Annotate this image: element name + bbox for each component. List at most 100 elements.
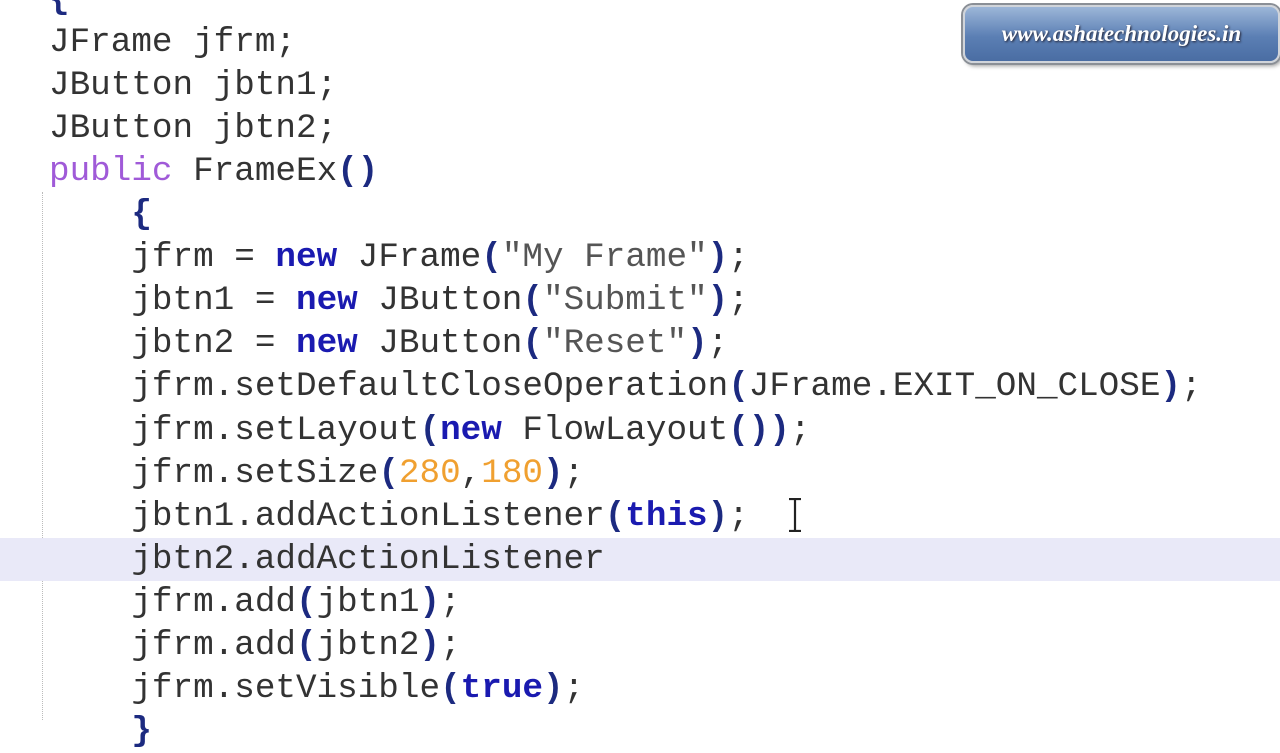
code-token-punct: ; xyxy=(440,582,461,622)
code-line[interactable]: { xyxy=(0,193,1280,236)
code-token-plain: FlowLayout xyxy=(501,410,729,450)
code-token-paren: ) xyxy=(1160,367,1182,407)
code-token-plain: jbtn2.addActionListener xyxy=(49,539,605,579)
code-token-mod: public xyxy=(49,151,173,191)
code-text: JButton jbtn1; xyxy=(49,64,337,107)
code-line[interactable]: jfrm.setVisible(true); xyxy=(0,667,1280,710)
code-token-kw: this xyxy=(625,496,708,536)
code-token-plain: jbtn2 = xyxy=(49,324,296,364)
code-token-paren: ( xyxy=(440,669,461,709)
indent-guide xyxy=(42,192,43,720)
code-token-str: "Submit" xyxy=(542,281,708,321)
code-token-paren: ) xyxy=(707,281,729,321)
code-line[interactable]: } xyxy=(0,710,1280,753)
code-token-punct: ; xyxy=(789,410,811,450)
code-token-plain: FrameEx xyxy=(172,151,338,191)
code-token-paren: ( xyxy=(728,367,749,407)
code-text: jfrm.add(jbtn1); xyxy=(49,581,461,624)
code-line[interactable]: JFrame jfrm; xyxy=(0,21,1280,64)
code-line-current[interactable]: jbtn2.addActionListener xyxy=(0,537,1280,581)
code-token-paren: ) xyxy=(707,238,729,278)
code-text: jbtn1.addActionListener(this); xyxy=(49,495,749,538)
code-token-punct: ; xyxy=(728,496,749,536)
code-token-plain: , xyxy=(460,453,482,493)
code-token-paren: () xyxy=(337,151,379,191)
code-token-plain: jfrm.add xyxy=(49,582,296,622)
text-ibeam-cursor-icon xyxy=(789,498,801,532)
code-text: jbtn2.addActionListener xyxy=(49,538,605,581)
code-token-plain: JFrame.EXIT_ON_CLOSE xyxy=(748,367,1161,407)
code-token-kw: new xyxy=(275,238,338,278)
code-text: jfrm = new JFrame("My Frame"); xyxy=(49,236,749,279)
code-text: JButton jbtn2; xyxy=(49,107,337,150)
code-line[interactable]: jfrm = new JFrame("My Frame"); xyxy=(0,236,1280,279)
code-text: jfrm.setVisible(true); xyxy=(49,667,584,710)
code-token-punct: ; xyxy=(563,453,585,493)
code-token-paren: ) xyxy=(419,582,441,622)
code-line[interactable]: JButton jbtn1; xyxy=(0,64,1280,107)
code-token-plain: jfrm.add xyxy=(49,626,296,665)
watermark-logo: www.ashatechnologies.in xyxy=(963,5,1280,63)
code-token-paren: ( xyxy=(604,496,626,536)
code-line[interactable]: jbtn1 = new JButton("Submit"); xyxy=(0,279,1280,322)
code-token-plain: JFrame jfrm; xyxy=(49,22,296,62)
code-line[interactable]: jfrm.setLayout(new FlowLayout()); xyxy=(0,409,1280,452)
code-token-paren: ) xyxy=(419,626,441,665)
code-token-paren: ) xyxy=(687,324,708,364)
code-text: jbtn1 = new JButton("Submit"); xyxy=(49,279,749,322)
code-line[interactable]: jbtn2 = new JButton("Reset"); xyxy=(0,322,1280,365)
code-text: public FrameEx() xyxy=(49,150,378,193)
code-token-paren: ( xyxy=(295,626,317,665)
code-text: jbtn2 = new JButton("Reset"); xyxy=(49,322,728,365)
code-token-punct: ; xyxy=(707,324,729,364)
code-token-paren: ( xyxy=(522,324,543,364)
code-text: jfrm.setDefaultCloseOperation(JFrame.EXI… xyxy=(49,365,1202,408)
code-token-plain: JButton xyxy=(357,324,523,364)
code-token-kw: new xyxy=(440,410,502,450)
code-token-plain: JButton jbtn2; xyxy=(49,108,338,148)
code-token-plain: jbtn1.addActionListener xyxy=(49,496,605,536)
code-line[interactable]: jfrm.setDefaultCloseOperation(JFrame.EXI… xyxy=(0,365,1280,408)
code-line[interactable]: { xyxy=(0,0,1280,21)
code-token-paren: ( xyxy=(378,453,399,493)
code-token-paren: ) xyxy=(542,669,564,709)
code-text: jfrm.setLayout(new FlowLayout()); xyxy=(49,409,811,452)
code-token-plain: jbtn1 xyxy=(316,582,420,622)
code-token-punct: ; xyxy=(728,238,749,278)
code-token-plain: jfrm = xyxy=(49,238,276,278)
code-line[interactable]: jbtn1.addActionListener(this); xyxy=(0,495,1280,538)
code-token-kw: new xyxy=(295,324,358,364)
code-token-kw: true xyxy=(460,669,543,709)
code-line[interactable]: jfrm.add(jbtn1); xyxy=(0,581,1280,624)
code-token-plain: jfrm.setVisible xyxy=(49,669,441,709)
code-token-plain: jfrm.setSize xyxy=(49,453,379,493)
code-token-punct: ; xyxy=(440,626,461,665)
code-token-str: "Reset" xyxy=(542,324,688,364)
code-token-paren: { xyxy=(49,0,70,19)
code-token-punct: ; xyxy=(1181,367,1202,407)
code-text: jfrm.setSize(280,180); xyxy=(49,452,584,495)
code-text: } xyxy=(49,710,152,753)
code-token-plain: jfrm.setDefaultCloseOperation xyxy=(49,367,729,407)
code-token-num: 280 xyxy=(398,453,461,493)
code-text: { xyxy=(49,193,152,236)
code-token-plain: jbtn1 = xyxy=(49,281,296,321)
code-line[interactable]: jfrm.add(jbtn2); xyxy=(0,624,1280,667)
watermark-text: www.ashatechnologies.in xyxy=(1001,21,1242,46)
code-token-plain: JButton xyxy=(357,281,523,321)
code-text: jfrm.add(jbtn2); xyxy=(49,624,461,667)
code-line[interactable]: JButton jbtn2; xyxy=(0,107,1280,150)
code-token-paren: ) xyxy=(707,496,729,536)
code-token-paren: ( xyxy=(481,238,502,278)
code-token-plain: JFrame xyxy=(337,238,482,278)
code-token-paren: } xyxy=(131,712,152,752)
code-token-paren: ( xyxy=(295,582,317,622)
code-text: JFrame jfrm; xyxy=(49,21,296,64)
code-token-plain xyxy=(49,195,131,234)
code-token-num: 180 xyxy=(481,453,543,493)
code-token-punct: ; xyxy=(563,669,585,709)
code-line[interactable]: jfrm.setSize(280,180); xyxy=(0,452,1280,495)
code-line[interactable]: public FrameEx() xyxy=(0,150,1280,193)
code-token-plain xyxy=(49,712,131,751)
